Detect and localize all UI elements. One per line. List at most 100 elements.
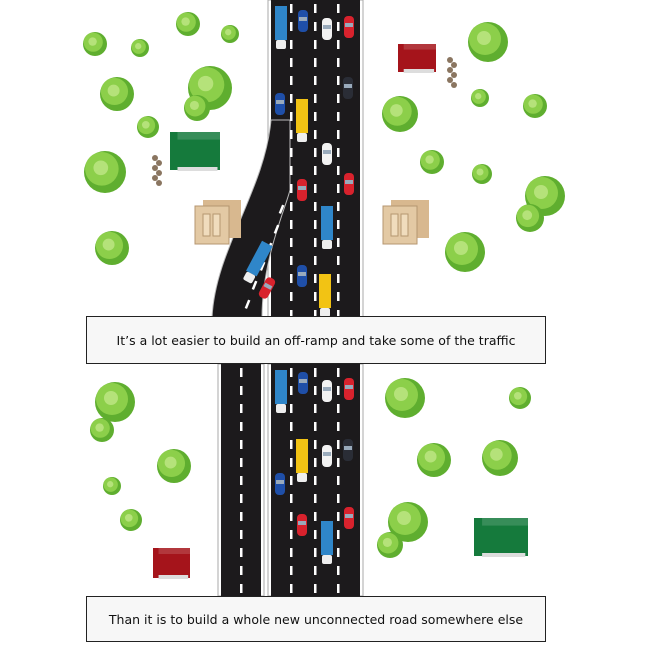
lane-dash — [337, 566, 340, 575]
lane-dash — [337, 58, 340, 67]
rock-pile-icon — [447, 57, 457, 88]
lane-dash — [290, 58, 293, 67]
red-building-icon — [398, 44, 436, 73]
lane-dash — [290, 130, 293, 139]
lane-dash — [337, 530, 340, 539]
tree-icon — [388, 502, 428, 542]
lane-dash — [240, 566, 243, 575]
lane-dash — [290, 292, 293, 301]
lane-dash — [314, 512, 317, 521]
tree-icon — [120, 509, 142, 531]
lane-dash — [240, 476, 243, 485]
truck-icon — [275, 6, 287, 49]
lane-markings — [240, 4, 340, 593]
tree-icon — [523, 94, 547, 118]
roads — [211, 0, 364, 597]
tree-icon — [417, 443, 451, 477]
lane-dash — [290, 512, 293, 521]
tree-icon — [95, 231, 129, 265]
tree-icon — [137, 116, 159, 138]
lane-dash — [337, 148, 340, 157]
lane-dash — [337, 4, 340, 13]
car-icon — [297, 514, 307, 536]
green-building-icon — [474, 518, 528, 557]
trees — [83, 12, 565, 558]
lane-dash — [337, 548, 340, 557]
lane-dash — [290, 238, 293, 247]
truck-icon — [319, 274, 331, 317]
tree-icon — [385, 378, 425, 418]
caption-top: It’s a lot easier to build an off-ramp a… — [86, 316, 546, 364]
car-icon — [298, 372, 308, 394]
car-icon — [275, 473, 285, 495]
car-icon — [322, 380, 332, 402]
beige-building-icon — [194, 200, 241, 245]
lane-dash — [314, 130, 317, 139]
lane-dash — [337, 494, 340, 503]
tree-icon — [84, 151, 126, 193]
tree-icon — [377, 532, 403, 558]
lane-dash — [290, 220, 293, 229]
tree-icon — [157, 449, 191, 483]
lane-dash — [290, 440, 293, 449]
lane-dash — [290, 386, 293, 395]
truck-icon — [243, 240, 273, 284]
lane-dash — [314, 386, 317, 395]
truck-icon — [296, 439, 308, 482]
lane-dash — [290, 166, 293, 175]
car-icon — [258, 277, 276, 299]
lane-dash — [337, 112, 340, 121]
car-icon — [344, 16, 354, 38]
tree-icon — [471, 89, 489, 107]
lane-dash — [290, 22, 293, 31]
lane-dash — [337, 476, 340, 485]
lane-dash — [314, 458, 317, 467]
lane-dash — [314, 166, 317, 175]
lane-dash — [290, 94, 293, 103]
lane-dash — [337, 220, 340, 229]
lane-dash — [240, 422, 243, 431]
lane-dash — [314, 566, 317, 575]
lane-dash — [290, 584, 293, 593]
lane-dash — [337, 386, 340, 395]
lane-dash — [314, 548, 317, 557]
lane-dash — [240, 512, 243, 521]
lane-dash — [290, 494, 293, 503]
lane-dash — [314, 368, 317, 377]
tree-icon — [131, 39, 149, 57]
tree-icon — [382, 96, 418, 132]
lane-dash — [314, 584, 317, 593]
caption-bottom: Than it is to build a whole new unconnec… — [86, 596, 546, 642]
lane-dash — [290, 256, 293, 265]
lane-dash — [337, 22, 340, 31]
lane-dash — [240, 584, 243, 593]
lane-dash — [290, 112, 293, 121]
lane-dash — [314, 40, 317, 49]
lane-dash — [337, 512, 340, 521]
lane-dash — [337, 238, 340, 247]
lane-dash — [290, 40, 293, 49]
lane-dash — [240, 404, 243, 413]
lane-dash — [337, 292, 340, 301]
green-building-icon — [170, 132, 220, 171]
lane-dash — [314, 4, 317, 13]
lane-dash — [337, 440, 340, 449]
ramp-lane-dash — [251, 280, 258, 290]
tree-icon — [516, 204, 544, 232]
lane-dash — [290, 476, 293, 485]
lane-dash — [290, 202, 293, 211]
tree-icon — [221, 25, 239, 43]
lane-dash — [314, 274, 317, 283]
lane-dash — [337, 76, 340, 85]
lane-dash — [337, 184, 340, 193]
lane-dash — [337, 166, 340, 175]
car-icon — [343, 439, 353, 461]
lane-dash — [314, 58, 317, 67]
red-building-icon — [153, 548, 190, 579]
tree-icon — [95, 382, 135, 422]
lane-dash — [314, 476, 317, 485]
car-icon — [275, 93, 285, 115]
lane-dash — [314, 310, 317, 319]
lane-dash — [290, 422, 293, 431]
tree-icon — [472, 164, 492, 184]
